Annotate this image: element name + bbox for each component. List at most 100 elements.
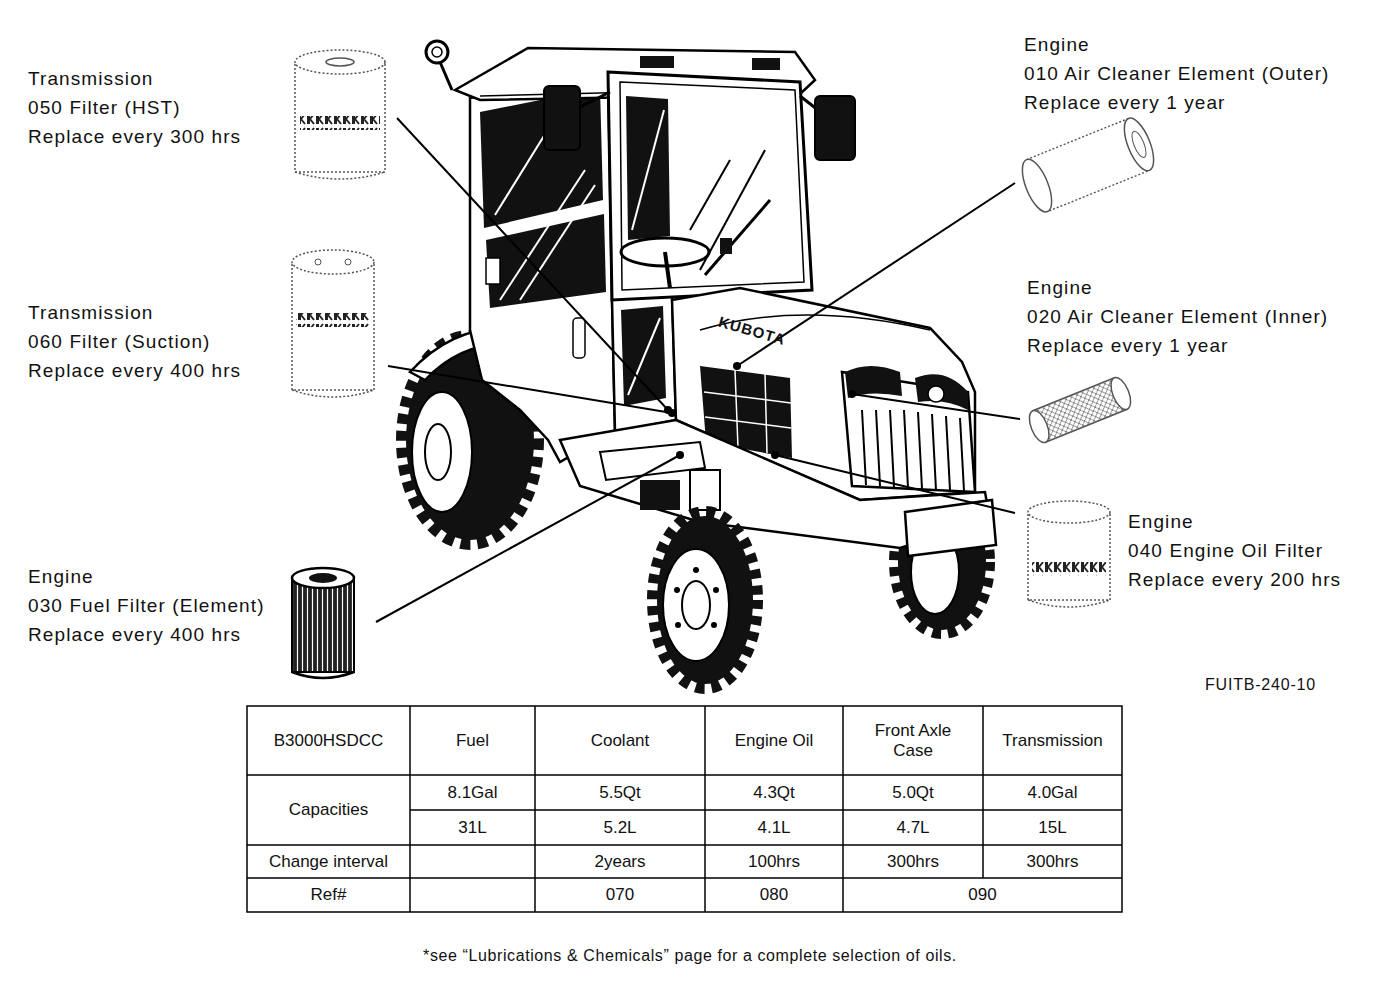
roof-lamp [640,56,674,68]
wiper-motor [720,238,732,254]
table-border [247,706,1122,912]
callout-part: 040 Engine Oil Filter [1128,540,1323,563]
lug-nut [675,622,681,628]
capacity-value: 5.0Qt [843,775,983,810]
capacity-value: 4.3Qt [705,775,843,810]
callout-group: Engine [1024,34,1090,57]
grille-slat [876,410,880,486]
inner-air-element [1025,375,1134,445]
under-frame [640,480,680,510]
light-post [440,62,452,90]
cab-latch [486,258,500,284]
row-header: Ref# [247,878,410,912]
callout-group: Transmission [28,68,153,91]
glass-reflection [500,170,585,300]
element-end [1025,408,1053,446]
callout-interval: Replace every 1 year [1027,335,1229,358]
ref-number: 090 [843,878,1122,912]
outer-air-element [1016,114,1159,215]
windshield-frame [608,72,812,300]
filter-bottom [295,172,385,179]
filter-thread [326,58,354,66]
table-rule [247,774,1122,776]
grille-slat [918,412,922,489]
rear-rim [412,392,472,512]
lug-nut [693,567,699,573]
callout-interval: Replace every 1 year [1024,92,1226,115]
filter-logo-band [1032,562,1106,576]
callout-interval: Replace every 400 hrs [28,360,241,383]
door-window [621,306,666,406]
row-header: Capacities [247,775,410,845]
roof-lamp [752,58,780,70]
leader-dot [668,409,676,417]
headlight [845,366,902,398]
leader-line [852,394,1020,419]
cab-interior [626,96,670,240]
callout-group: Engine [28,566,94,589]
filter-logo-band [300,116,380,130]
capacity-value: 8.1Gal [410,775,535,810]
glass-reflection [690,160,730,230]
capacity-value: 5.5Qt [535,775,705,810]
element-end [1107,375,1135,413]
filter-port [315,259,321,265]
footnote: *see “Lubrications & Chemicals” page for… [423,946,957,965]
table-rule [409,706,411,912]
filter-bottom [292,390,374,397]
front-left-rim [663,549,729,661]
callout-group: Engine [1027,277,1093,300]
leader-dot [848,390,856,398]
grille-slat [960,418,964,491]
table-rule [842,706,844,912]
element-bottom [292,672,354,678]
grille-slat [904,410,908,488]
table-rule [410,809,1122,811]
figure-code: FUITB-240-10 [1205,675,1316,694]
callout-interval: Replace every 200 hrs [1128,569,1341,592]
leader-line [376,455,680,622]
lug-nut [674,587,680,593]
callout-group: Transmission [28,302,153,325]
vent-slat [765,374,767,453]
ref-number: 070 [535,878,705,912]
grille-slat [890,410,894,487]
steering-column [665,252,670,288]
callout-interval: Replace every 300 hrs [28,126,241,149]
brand-mark: KUBOTA [716,313,787,349]
filter-logo-band [296,313,370,327]
right-mirror [815,96,855,160]
work-light-lens [432,47,442,57]
table-header: Engine Oil [705,706,843,775]
element-end [1016,156,1057,216]
suction-filter [292,262,374,390]
table-rule [534,706,536,912]
front-bumper [905,500,996,556]
left-mirror [544,86,580,150]
brand-emblem [928,386,944,402]
front-left-tire [657,516,753,684]
leader-line [397,118,668,410]
element-end [1118,114,1159,174]
work-light [426,41,448,63]
callout-part: 020 Air Cleaner Element (Inner) [1027,306,1328,329]
filter-port [345,259,351,265]
wiper [705,200,770,275]
table-header: B3000HSDCC [247,706,410,775]
capacity-value: 4.7L [843,810,983,845]
ref-number: 080 [705,878,843,912]
vent-slat [735,370,738,448]
windshield-glass [620,82,804,290]
lug-nut [711,622,717,628]
fuel-filter-element [292,578,354,672]
cab-side [470,72,615,462]
element-hole [309,573,337,583]
tire-tread [653,512,757,688]
mirror-arm [578,92,610,108]
filter-top [292,250,374,274]
interval-value: 2years [535,845,705,878]
door-handle [573,318,585,358]
